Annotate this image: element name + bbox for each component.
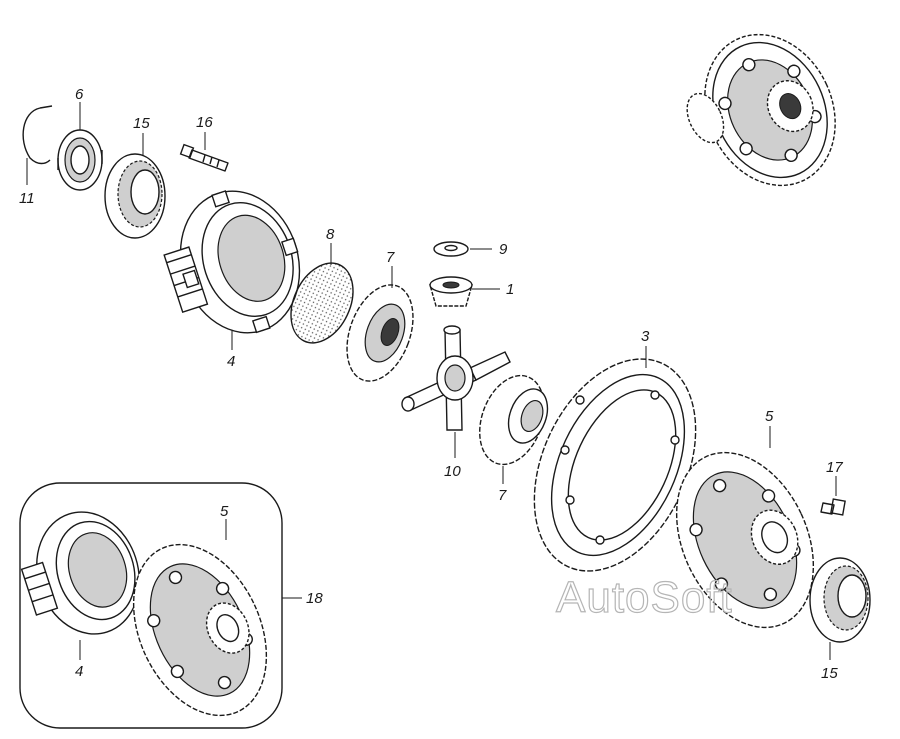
- housing-half-part-4: [163, 190, 301, 334]
- watermark: AutoSoft: [556, 573, 733, 622]
- callout-label-3: 3: [641, 328, 650, 345]
- pinion-gear-part-1: [429, 276, 473, 307]
- spider-cross-part-10: [401, 325, 511, 431]
- ring-gear-part-3: [533, 358, 697, 572]
- callout-label-18: 18: [306, 590, 323, 607]
- callout-label-1: 1: [506, 281, 514, 298]
- callout-label-17: 17: [826, 459, 843, 476]
- callout-label-16: 16: [196, 114, 213, 131]
- callout-label-7-lower: 7: [498, 487, 507, 504]
- leader-lines: [26, 102, 837, 660]
- callout-label-5-inset: 5: [220, 503, 229, 520]
- callout-label-15-right: 15: [821, 665, 838, 682]
- tapered-bearing-part-15-left: [104, 153, 166, 239]
- thrust-washer-part-8: [290, 262, 354, 344]
- side-gear-part-7-upper: [346, 284, 414, 382]
- callout-label-6: 6: [75, 86, 84, 103]
- callout-label-11: 11: [19, 190, 35, 207]
- bearing-part-6: [57, 129, 103, 191]
- bolt-part-17: [820, 498, 846, 516]
- callout-label-4-center: 4: [227, 353, 235, 370]
- bolt-part-16: [179, 143, 229, 172]
- washer-part-9: [433, 241, 469, 257]
- callout-label-10: 10: [444, 463, 461, 480]
- callout-label-5-right: 5: [765, 408, 774, 425]
- callout-label-9: 9: [499, 241, 508, 258]
- callout-label-15-left: 15: [133, 115, 150, 132]
- callout-label-4-inset: 4: [75, 663, 83, 680]
- side-gear-part-7-lower: [479, 374, 549, 466]
- kit-inset-part-18: [19, 482, 283, 729]
- housing-half-part-5-right: [675, 451, 815, 629]
- tapered-bearing-part-15-right: [809, 557, 871, 643]
- snap-ring-part-11: [22, 105, 53, 165]
- callout-label-7-upper: 7: [386, 249, 395, 266]
- callout-label-8: 8: [326, 226, 335, 243]
- assembled-differential-illustration: [686, 33, 836, 187]
